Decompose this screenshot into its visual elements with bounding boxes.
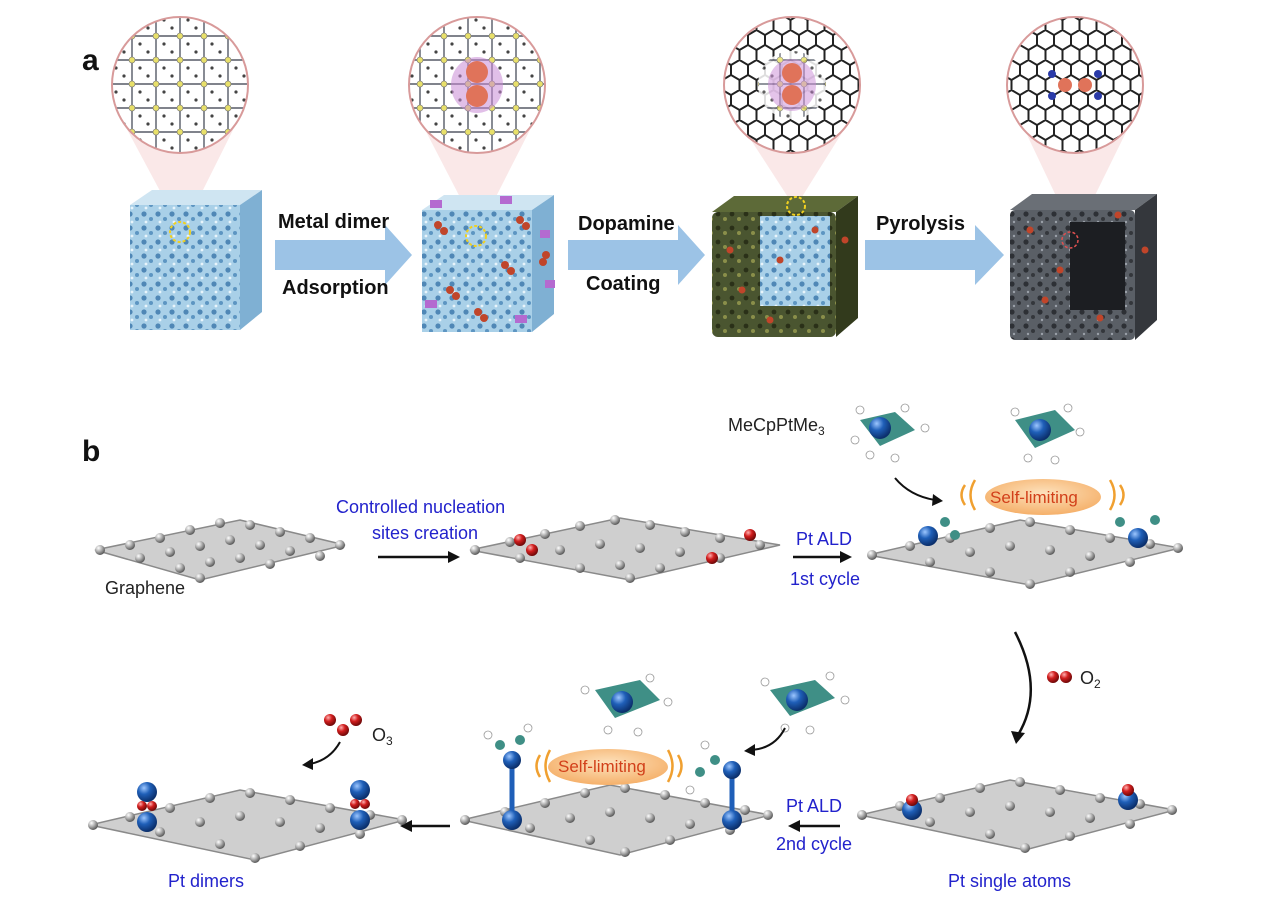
- self-limiting-label-1: Self-limiting: [990, 488, 1078, 507]
- zoom-circle-graphitic: [1006, 16, 1144, 236]
- self-limiting-pill-2: [535, 749, 683, 785]
- precursor-molecule-2: [1010, 403, 1085, 465]
- zoom-circle-coated: [723, 16, 861, 208]
- graphene-sheet-pristine: [94, 518, 346, 583]
- single-atoms-label: Pt single atoms: [948, 871, 1072, 891]
- nucleation-label-line2: sites creation: [372, 523, 479, 543]
- zoom-circle-mof: [111, 16, 249, 232]
- precursor-molecule-4: [760, 671, 850, 735]
- o3-molecule: [324, 714, 362, 736]
- arrow-adsorption: [275, 225, 412, 285]
- o2-molecule: [1047, 671, 1072, 683]
- graphene-sheet-dimers: [88, 780, 407, 863]
- o2-label: O2: [1080, 668, 1101, 691]
- nucleation-label-line1: Controlled nucleation: [336, 497, 506, 517]
- step2-line2: Coating: [586, 273, 661, 295]
- graphene-sheet-single-atoms: [857, 777, 1177, 853]
- ald2-label-line2: 2nd cycle: [776, 834, 853, 854]
- o3-label: O3: [372, 725, 393, 748]
- cube-coated: [712, 196, 858, 337]
- step3-line1: Pyrolysis: [876, 213, 965, 235]
- arrow-coating: [568, 225, 705, 285]
- ald2-label-line1: Pt ALD: [786, 796, 843, 816]
- precursor-molecule-1: [850, 403, 930, 463]
- self-limiting-label-2: Self-limiting: [558, 757, 646, 776]
- precursor-label: MeCpPtMe3: [728, 415, 825, 438]
- graphene-sheet-defective: [469, 515, 781, 583]
- graphene-sheet-ald2: [460, 723, 773, 857]
- graphene-sheet-ald1: [867, 515, 1183, 589]
- zoom-circle-adsorbed-dimer: [408, 16, 546, 232]
- ald1-label-line2: 1st cycle: [790, 569, 861, 589]
- panel-b: [88, 403, 1183, 863]
- ald1-label-line1: Pt ALD: [796, 529, 853, 549]
- step2-line1: Dopamine: [578, 213, 675, 235]
- dimers-label: Pt dimers: [168, 871, 245, 891]
- arrow-pyrolysis: [865, 225, 1004, 285]
- graphene-label: Graphene: [105, 578, 186, 598]
- panel-b-label: b: [82, 435, 101, 468]
- cube-mof: [130, 190, 262, 330]
- step1-line2: Adsorption: [282, 277, 389, 299]
- precursor-molecule-3: [580, 673, 673, 737]
- cube-pyrolyzed: [1010, 194, 1157, 340]
- self-limiting-pill-1: [960, 479, 1125, 515]
- step1-line1: Metal dimer: [278, 211, 390, 233]
- cube-with-dimers: [422, 195, 555, 332]
- panel-a-label: a: [82, 44, 99, 77]
- panel-a: [111, 16, 1157, 340]
